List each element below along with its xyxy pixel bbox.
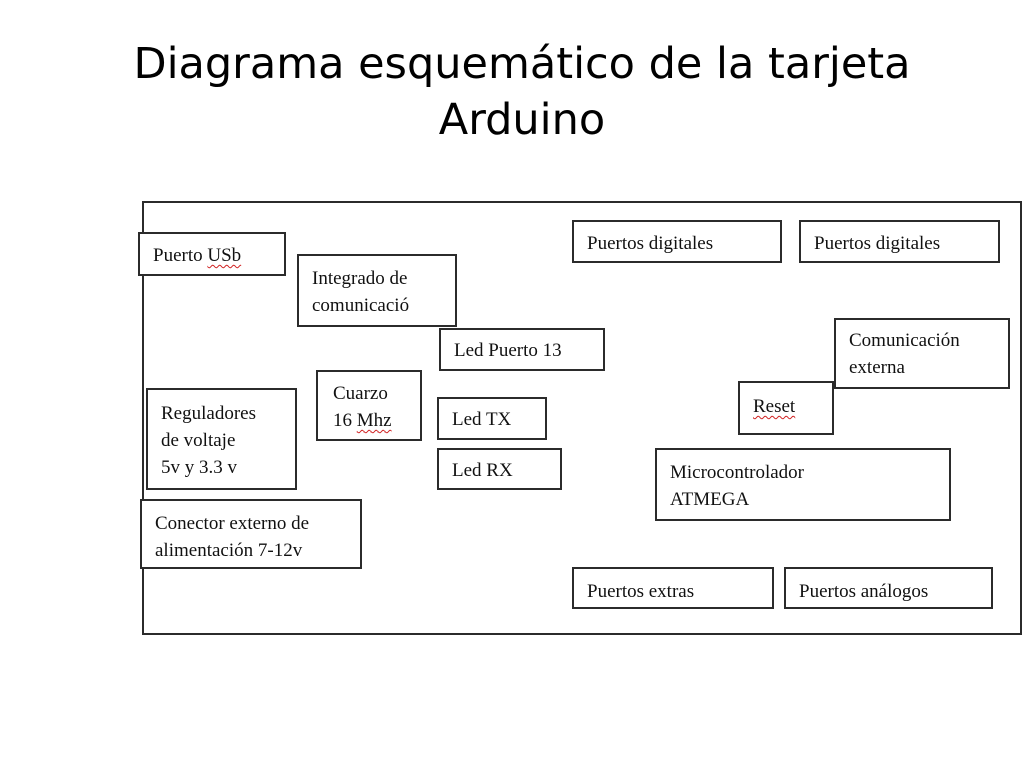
microcontroller-label-line-1: Microcontrolador	[670, 462, 805, 483]
voltage-regulators-label-line-3: 5v y 3.3 v	[161, 457, 237, 478]
led-tx-block: Led TX	[437, 397, 547, 440]
reset-label: Reset	[753, 396, 796, 417]
external-communication-label-line-2: externa	[849, 357, 905, 378]
digital-ports-2-label: Puertos digitales	[814, 233, 941, 254]
mhz-spell-underline: Mhz	[356, 410, 392, 431]
slide-title-line-1: Diagrama esquemático de la tarjeta	[133, 39, 911, 89]
external-communication-label-line-1: Comunicación	[849, 330, 960, 351]
led-rx-block: Led RX	[437, 448, 562, 490]
led-tx-label: Led TX	[452, 409, 512, 430]
microcontroller-label-line-2: ATMEGA	[670, 489, 750, 510]
led-pin-13-block: Led Puerto 13	[439, 328, 605, 371]
voltage-regulators-label-line-2: de voltaje	[161, 430, 236, 451]
usb-spell-underline: USb	[207, 245, 242, 266]
power-connector-block: Conector externo de alimentación 7-12v	[140, 499, 362, 569]
communication-chip-label-line-1: Integrado de	[312, 268, 408, 289]
digital-ports-block-1: Puertos digitales	[572, 220, 782, 263]
quartz-crystal-block: Cuarzo 16 Mhz	[316, 370, 422, 441]
slide-title-line-2: Arduino	[438, 95, 606, 145]
communication-chip-block: Integrado de comunicació	[297, 254, 457, 327]
quartz-crystal-label-line-1: Cuarzo	[333, 383, 388, 404]
slide-title: Diagrama esquemático de la tarjeta Ardui…	[60, 36, 984, 148]
power-connector-label-line-1: Conector externo de	[155, 513, 310, 534]
voltage-regulators-label-line-1: Reguladores	[161, 403, 256, 424]
voltage-regulators-block: Reguladores de voltaje 5v y 3.3 v	[146, 388, 297, 490]
digital-ports-block-2: Puertos digitales	[799, 220, 1000, 263]
usb-port-block: Puerto USb	[138, 232, 286, 276]
digital-ports-1-label: Puertos digitales	[587, 233, 714, 254]
quartz-crystal-label-line-2: 16 Mhz	[333, 410, 392, 431]
external-communication-block: Comunicación externa	[834, 318, 1010, 389]
led-rx-label: Led RX	[452, 460, 513, 481]
extra-ports-block: Puertos extras	[572, 567, 774, 609]
led-pin-13-label: Led Puerto 13	[454, 340, 562, 361]
reset-block: Reset	[738, 381, 834, 435]
analog-ports-block: Puertos análogos	[784, 567, 993, 609]
power-connector-label-line-2: alimentación 7-12v	[155, 540, 303, 561]
usb-port-label: Puerto USb	[153, 245, 242, 266]
analog-ports-label: Puertos análogos	[799, 581, 929, 602]
microcontroller-block: Microcontrolador ATMEGA	[655, 448, 951, 521]
extra-ports-label: Puertos extras	[587, 581, 695, 602]
communication-chip-label-line-2: comunicació	[312, 295, 410, 316]
